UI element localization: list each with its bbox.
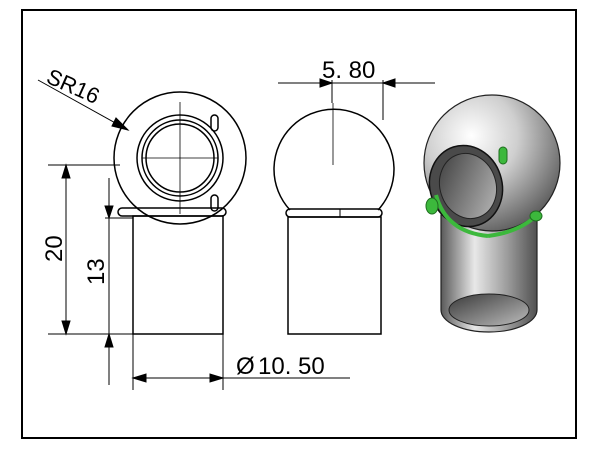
side-view — [273, 103, 395, 335]
iso-clip-front — [434, 194, 489, 238]
iso-bore-inner — [438, 152, 498, 220]
front-ball-outline — [113, 91, 247, 225]
dimension-lines — [37, 78, 435, 390]
dim-shank-diameter: 10. 50 — [258, 353, 325, 380]
iso-slot — [498, 146, 508, 165]
iso-clip-end-right — [529, 210, 543, 222]
side-shank — [287, 216, 382, 335]
front-slot-bottom — [210, 194, 219, 212]
iso-clip-end-left — [425, 197, 439, 215]
front-slot-top — [210, 114, 219, 132]
dim-top-width: 5. 80 — [322, 57, 375, 84]
dim-diameter-symbol: Ø — [236, 353, 255, 380]
front-view — [113, 91, 247, 335]
dim-shank-height: 13 — [83, 258, 110, 285]
front-centerlines — [142, 102, 218, 214]
dim-total-height: 20 — [41, 235, 68, 262]
front-shank — [132, 215, 224, 335]
side-ball-outline — [273, 108, 395, 211]
iso-view — [423, 94, 561, 333]
iso-shank-opening — [448, 293, 530, 327]
